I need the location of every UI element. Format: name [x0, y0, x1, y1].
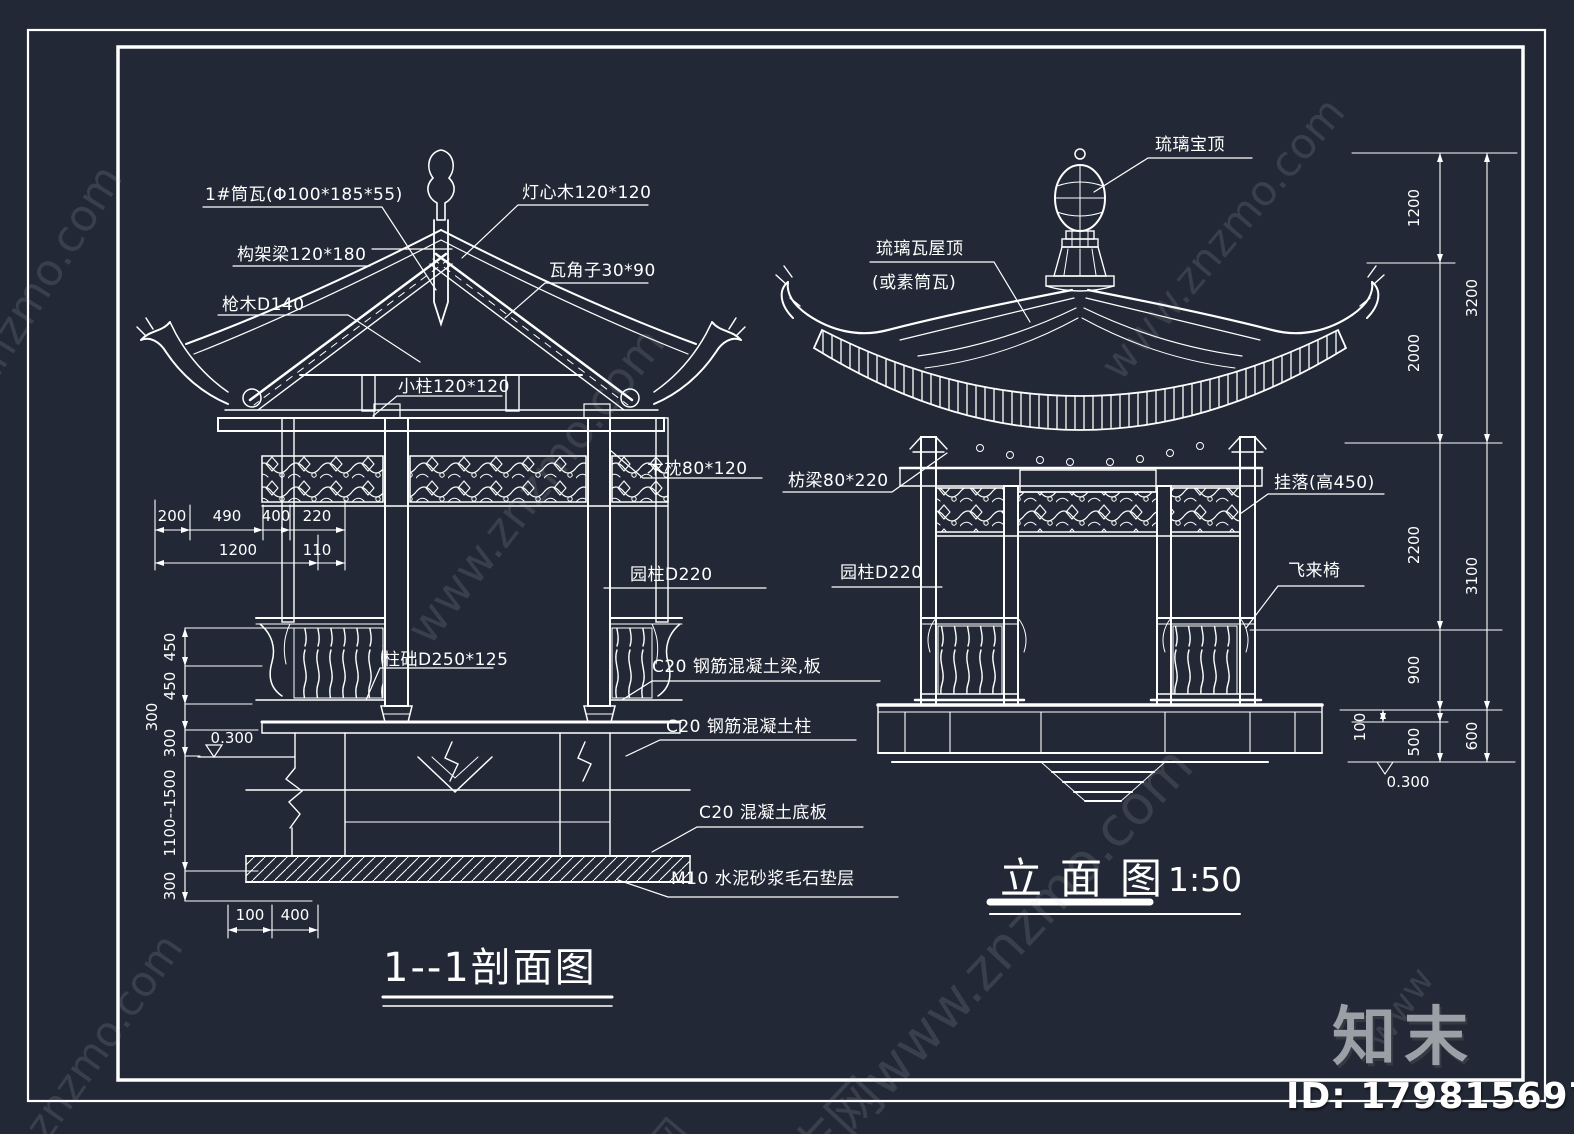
section-dimensions — [154, 499, 346, 939]
dim-3200-elev: 3200 — [1463, 278, 1481, 318]
dim-220: 220 — [302, 507, 332, 525]
dim-110: 110 — [302, 541, 332, 559]
dim-300-b: 300 — [161, 728, 179, 758]
elevation-scale: 1:50 — [1168, 860, 1243, 899]
label-elevation-round-column: 园柱D220 — [840, 563, 923, 583]
dim-100-elev: 100 — [1351, 712, 1369, 742]
label-heart-wood: 灯心木120*120 — [522, 183, 652, 203]
label-section-round-column: 园柱D220 — [630, 565, 713, 585]
label-tube-tile: 1#筒瓦(Φ100*185*55) — [205, 185, 403, 205]
dim-100-bottom: 100 — [235, 906, 265, 924]
dim-2000-elev: 2000 — [1405, 333, 1423, 373]
dim-300-a: 300 — [143, 702, 161, 732]
label-c20-slab: C20 混凝土底板 — [699, 803, 828, 823]
elevation-drawing — [775, 148, 1518, 915]
label-feilai-chair: 飞来椅 — [1288, 561, 1341, 581]
dim-level-elevation: 0.300 — [1386, 773, 1430, 791]
dim-900-elev: 900 — [1405, 655, 1423, 685]
label-frame-beam: 构架梁120*180 — [237, 245, 367, 265]
label-fang-beam: 枋梁80*220 — [788, 471, 889, 491]
elevation-dimensions — [1249, 152, 1518, 775]
label-c20-beam-slab: C20 钢筋混凝土梁,板 — [652, 657, 822, 677]
section-drawing — [136, 149, 899, 1007]
dim-3100-elev: 3100 — [1463, 556, 1481, 596]
label-glazed-roof-2: (或素筒瓦) — [872, 273, 957, 293]
dim-400: 400 — [261, 507, 291, 525]
label-c20-column: C20 钢筋混凝土柱 — [666, 717, 812, 737]
elevation-leaders — [782, 157, 1385, 629]
section-title: 1--1剖面图 — [383, 945, 597, 991]
section-leaders — [202, 204, 899, 898]
label-wood-block: 木枕80*120 — [647, 459, 748, 479]
znzmo-logo: 知末 — [1332, 1001, 1476, 1075]
dim-400-bottom: 400 — [280, 906, 310, 924]
dim-600-elev: 600 — [1463, 721, 1481, 751]
dim-1100-1500: 1100--1500 — [161, 769, 179, 857]
sheet-frames — [26, 28, 1547, 1103]
dim-1200-elev: 1200 — [1405, 188, 1423, 228]
dim-1200: 1200 — [218, 541, 258, 559]
elevation-title: 立面图 — [1000, 854, 1181, 903]
label-glazed-roof-1: 琉璃瓦屋顶 — [876, 239, 964, 259]
label-gualuo: 挂落(高450) — [1274, 473, 1375, 493]
dim-level-section: 0.300 — [210, 729, 254, 747]
label-small-post: 小柱120*120 — [398, 377, 510, 397]
label-glazed-finial: 琉璃宝顶 — [1155, 135, 1225, 155]
label-tile-corner: 瓦角子30*90 — [549, 261, 656, 281]
dim-300-c: 300 — [161, 871, 179, 901]
drawing-id: ID: 179815697 — [1286, 1076, 1574, 1117]
dim-490: 490 — [212, 507, 242, 525]
label-m10-bed: M10 水泥砂浆毛石垫层 — [671, 869, 855, 889]
dim-200: 200 — [157, 507, 187, 525]
label-column-base: 柱础D250*125 — [383, 650, 509, 670]
dim-450-b: 450 — [161, 671, 179, 701]
dim-2200-elev: 2200 — [1405, 525, 1423, 565]
label-qiang-wood: 枪木D140 — [222, 295, 305, 315]
dim-450-a: 450 — [161, 632, 179, 662]
dim-500-elev: 500 — [1405, 727, 1423, 757]
